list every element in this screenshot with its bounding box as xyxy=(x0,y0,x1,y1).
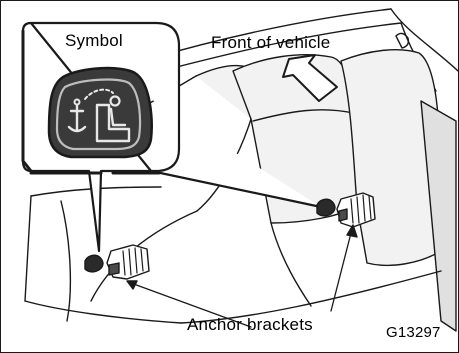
latch-icon xyxy=(395,32,410,49)
anchor-bracket-icon xyxy=(84,244,150,280)
front-direction-arrow-icon xyxy=(282,54,338,102)
child-seat-anchor-symbol-icon xyxy=(47,66,153,159)
front-of-vehicle-label: Front of vehicle xyxy=(211,33,331,52)
symbol-label: Symbol xyxy=(65,31,123,50)
seatback-right xyxy=(340,49,457,332)
symbol-callout xyxy=(21,21,323,253)
anchor-brackets-label: Anchor brackets xyxy=(187,315,313,334)
figure-code: G13297 xyxy=(386,324,441,341)
anchor-leader-lines xyxy=(126,224,358,328)
anchor-bracket-icon xyxy=(316,192,376,228)
